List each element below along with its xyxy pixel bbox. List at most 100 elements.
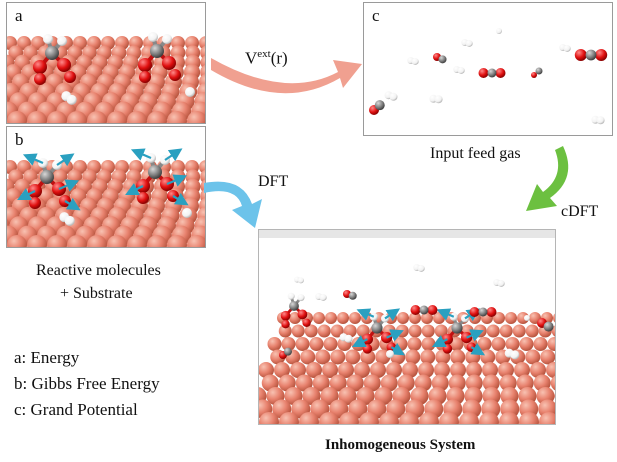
oxygen-atom — [34, 73, 46, 85]
substrate-atom — [267, 337, 282, 351]
legend-gibbs: b: Gibbs Free Energy — [14, 374, 160, 393]
force-arrow — [356, 308, 375, 321]
force-arrow — [58, 179, 80, 192]
hydrogen-atom — [162, 34, 172, 44]
substrate-atom — [465, 374, 483, 392]
substrate-atom — [439, 412, 459, 424]
substrate-atom — [493, 312, 505, 324]
substrate-atom — [167, 235, 187, 247]
substrate-atom — [421, 312, 433, 324]
substrate-atom — [187, 235, 205, 247]
substrate-atom — [363, 374, 381, 392]
substrate-atom — [199, 160, 205, 174]
substrate-atom — [499, 412, 519, 424]
panel-b-label: b — [15, 130, 24, 149]
panel-b-scene — [7, 148, 205, 247]
force-arrow — [466, 329, 484, 342]
force-arrow — [166, 174, 188, 187]
substrate-atom — [379, 412, 399, 424]
substrate-atom — [259, 412, 279, 424]
substrate-atom — [500, 387, 519, 405]
substrate-atom — [199, 36, 205, 50]
substrate-atom — [322, 362, 338, 378]
substrate-atom — [27, 111, 47, 123]
top-band — [259, 230, 555, 238]
panel-a-label: a — [15, 6, 23, 25]
force-arrow — [164, 148, 183, 162]
vext-main: V — [245, 48, 258, 68]
hydrogen-atom — [563, 44, 571, 52]
oxygen-atom — [57, 58, 71, 72]
substrate-atom — [466, 362, 482, 378]
substrate-atom — [330, 324, 344, 338]
legend-grand-potential: c: Grand Potential — [14, 400, 138, 419]
substrate-atom — [47, 111, 67, 123]
substrate-atom — [450, 349, 466, 365]
substrate-atom — [409, 312, 421, 324]
substrate-atom — [127, 111, 147, 123]
hydrogen-atom — [43, 34, 53, 44]
substrate-atom — [338, 362, 354, 378]
vext-arrow — [211, 58, 362, 94]
substrate-atom — [482, 362, 498, 378]
substrate-atom — [491, 337, 506, 351]
oxygen-atom — [138, 58, 152, 72]
substrate-atom — [386, 362, 402, 378]
oxygen-atom — [495, 68, 506, 78]
oxygen-atom — [137, 192, 149, 204]
substrate-atom — [147, 235, 167, 247]
substrate-atom — [309, 337, 324, 351]
substrate-atom — [482, 374, 500, 392]
dft-arrow — [204, 181, 262, 228]
substrate-atom — [319, 412, 339, 424]
force-arrow — [351, 335, 368, 347]
substrate-atom — [107, 111, 127, 123]
substrate-atom — [323, 337, 338, 351]
substrate-atom — [325, 312, 337, 324]
substrate-atom — [304, 324, 318, 338]
hydrogen-atom — [496, 28, 502, 34]
substrate-atom — [519, 412, 539, 424]
oxygen-atom — [280, 310, 291, 321]
substrate-atom — [420, 349, 436, 365]
substrate-atom — [505, 337, 520, 351]
hydrogen-atom — [148, 32, 158, 42]
oxygen-atom — [297, 309, 308, 320]
substrate-atom — [554, 393, 555, 399]
substrate-atom — [459, 412, 479, 424]
hydrogen-atom — [411, 57, 419, 65]
hydrogen-atom — [457, 66, 465, 74]
substrate-atom — [291, 324, 305, 338]
substrate-atom — [418, 362, 434, 378]
substrate-atom — [517, 312, 529, 324]
carbon-atom — [348, 291, 357, 300]
hydrogen-atom — [319, 293, 327, 301]
substrate-atom — [407, 337, 422, 351]
substrate-atom — [530, 362, 546, 378]
substrate-atom — [370, 362, 386, 378]
panel-a-scene — [7, 3, 205, 123]
hydrogen-atom — [434, 95, 443, 104]
force-arrow — [64, 197, 81, 211]
oxygen-atom — [162, 56, 176, 70]
hydrogen-atom — [66, 94, 77, 105]
hydrogen-atom — [386, 350, 394, 358]
carbon-atom — [535, 67, 543, 75]
substrate-atom — [505, 312, 517, 324]
substrate-atom — [408, 324, 422, 338]
oxygen-atom — [478, 68, 489, 78]
substrate-atom — [312, 374, 330, 392]
oxygen-atom — [64, 71, 76, 83]
substrate-atom — [519, 337, 534, 351]
substrate-atom — [306, 362, 322, 378]
hydrogen-atom — [524, 315, 530, 321]
oxygen-atom — [139, 71, 151, 83]
substrate-atom — [343, 324, 357, 338]
substrate-atom — [419, 412, 439, 424]
substrate-atom — [167, 111, 187, 123]
hydrogen-atom — [287, 292, 295, 300]
substrate-atom — [7, 111, 27, 123]
substrate-atom — [550, 375, 555, 391]
oxygen-atom — [574, 49, 587, 61]
